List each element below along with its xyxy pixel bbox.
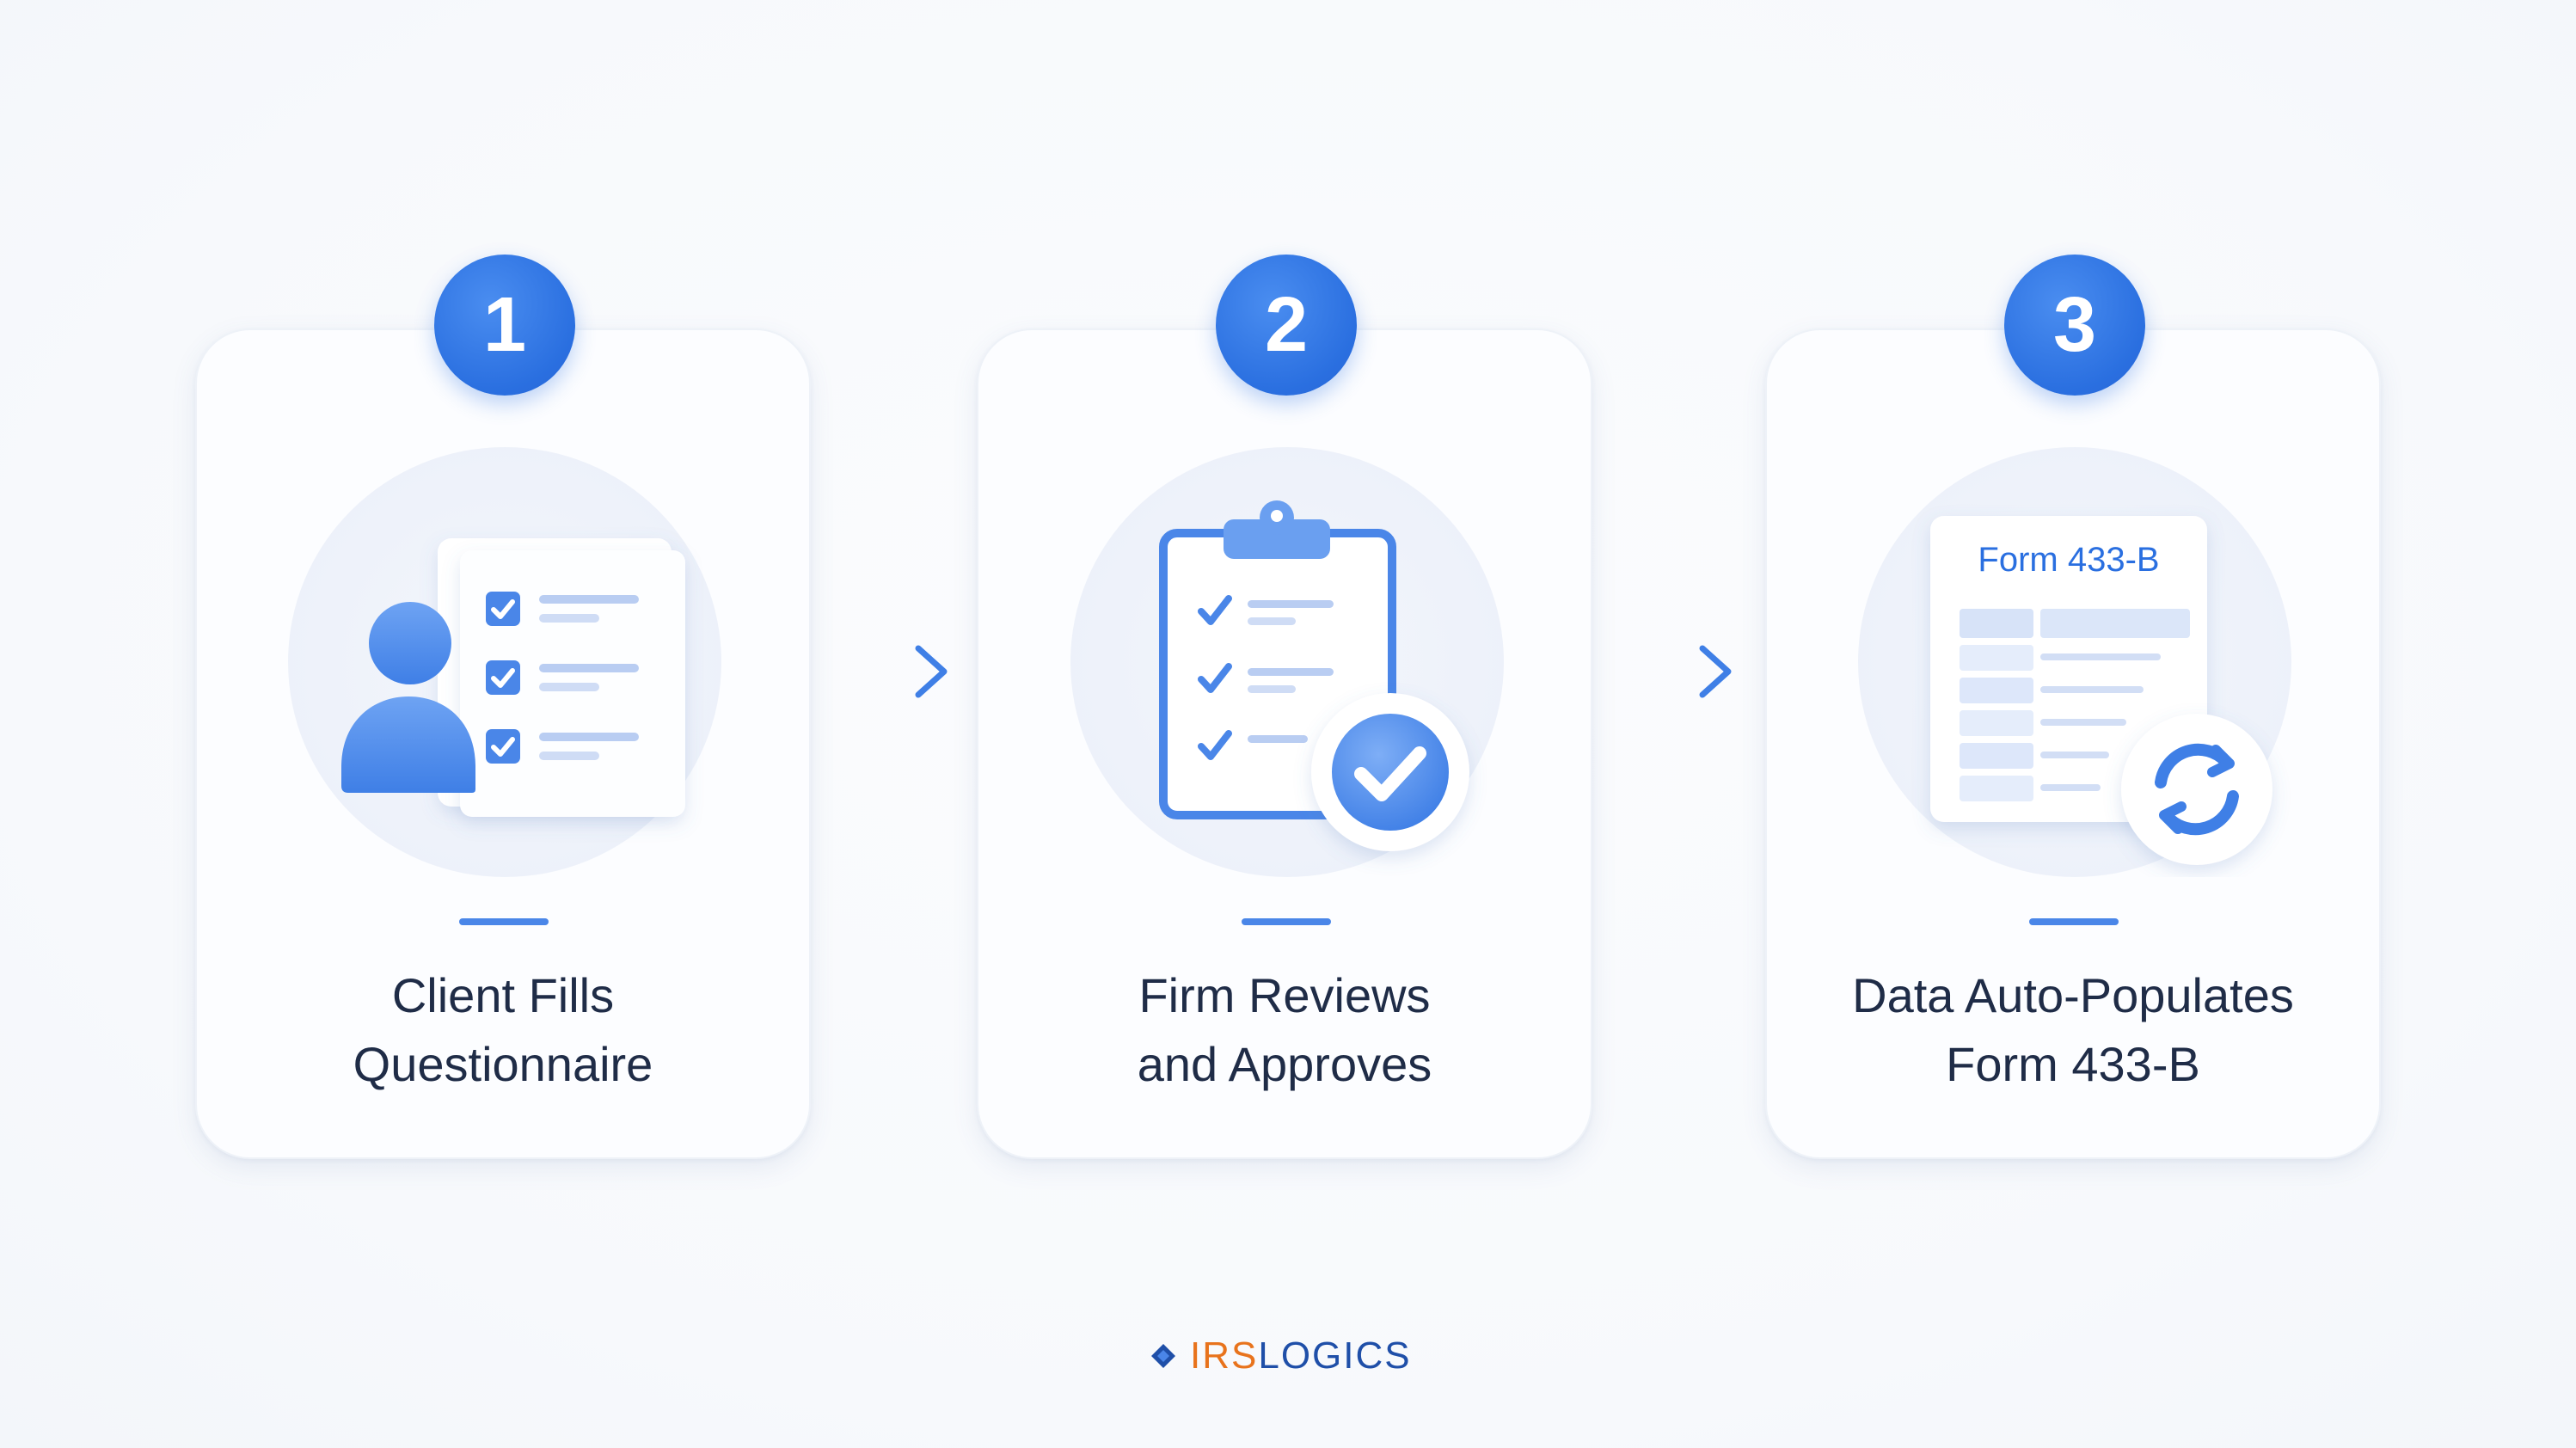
flow-arrow-icon-1 [808,645,948,698]
step-title-1: Client Fills Questionnaire [195,961,811,1099]
step-title-2-line2: and Approves [1137,1037,1432,1091]
diamond-logo-icon [1151,1344,1175,1368]
person-questionnaire-icon [341,538,685,817]
title-divider-3 [2029,918,2119,925]
brand-logo: IRS LOGICS [1150,1334,1443,1377]
step-title-1-line1: Client Fills [391,968,615,1022]
step-title-1-line2: Questionnaire [353,1037,653,1091]
flow-arrow-icon-2 [1592,645,1732,698]
title-divider-1 [459,918,549,925]
clipboard-approved-icon [1159,500,1469,851]
step-title-2: Firm Reviews and Approves [977,961,1592,1099]
step-title-3: Data Auto-Populates Form 433-B [1765,961,2381,1099]
step-number-badge-1: 1 [434,255,575,396]
step-number-badge-3: 3 [2004,255,2145,396]
step-title-3-line1: Data Auto-Populates [1852,968,2294,1022]
step-title-3-line2: Form 433-B [1946,1037,2200,1091]
form-label: Form 433-B [1978,541,2159,579]
form-sync-icon: Form 433-B [1930,516,2272,865]
step-title-2-line1: Firm Reviews [1138,968,1431,1022]
brand-name-irs: IRS [1190,1334,1259,1377]
brand-name-logics: LOGICS [1258,1334,1412,1377]
title-divider-2 [1242,918,1331,925]
step-number-badge-2: 2 [1216,255,1357,396]
